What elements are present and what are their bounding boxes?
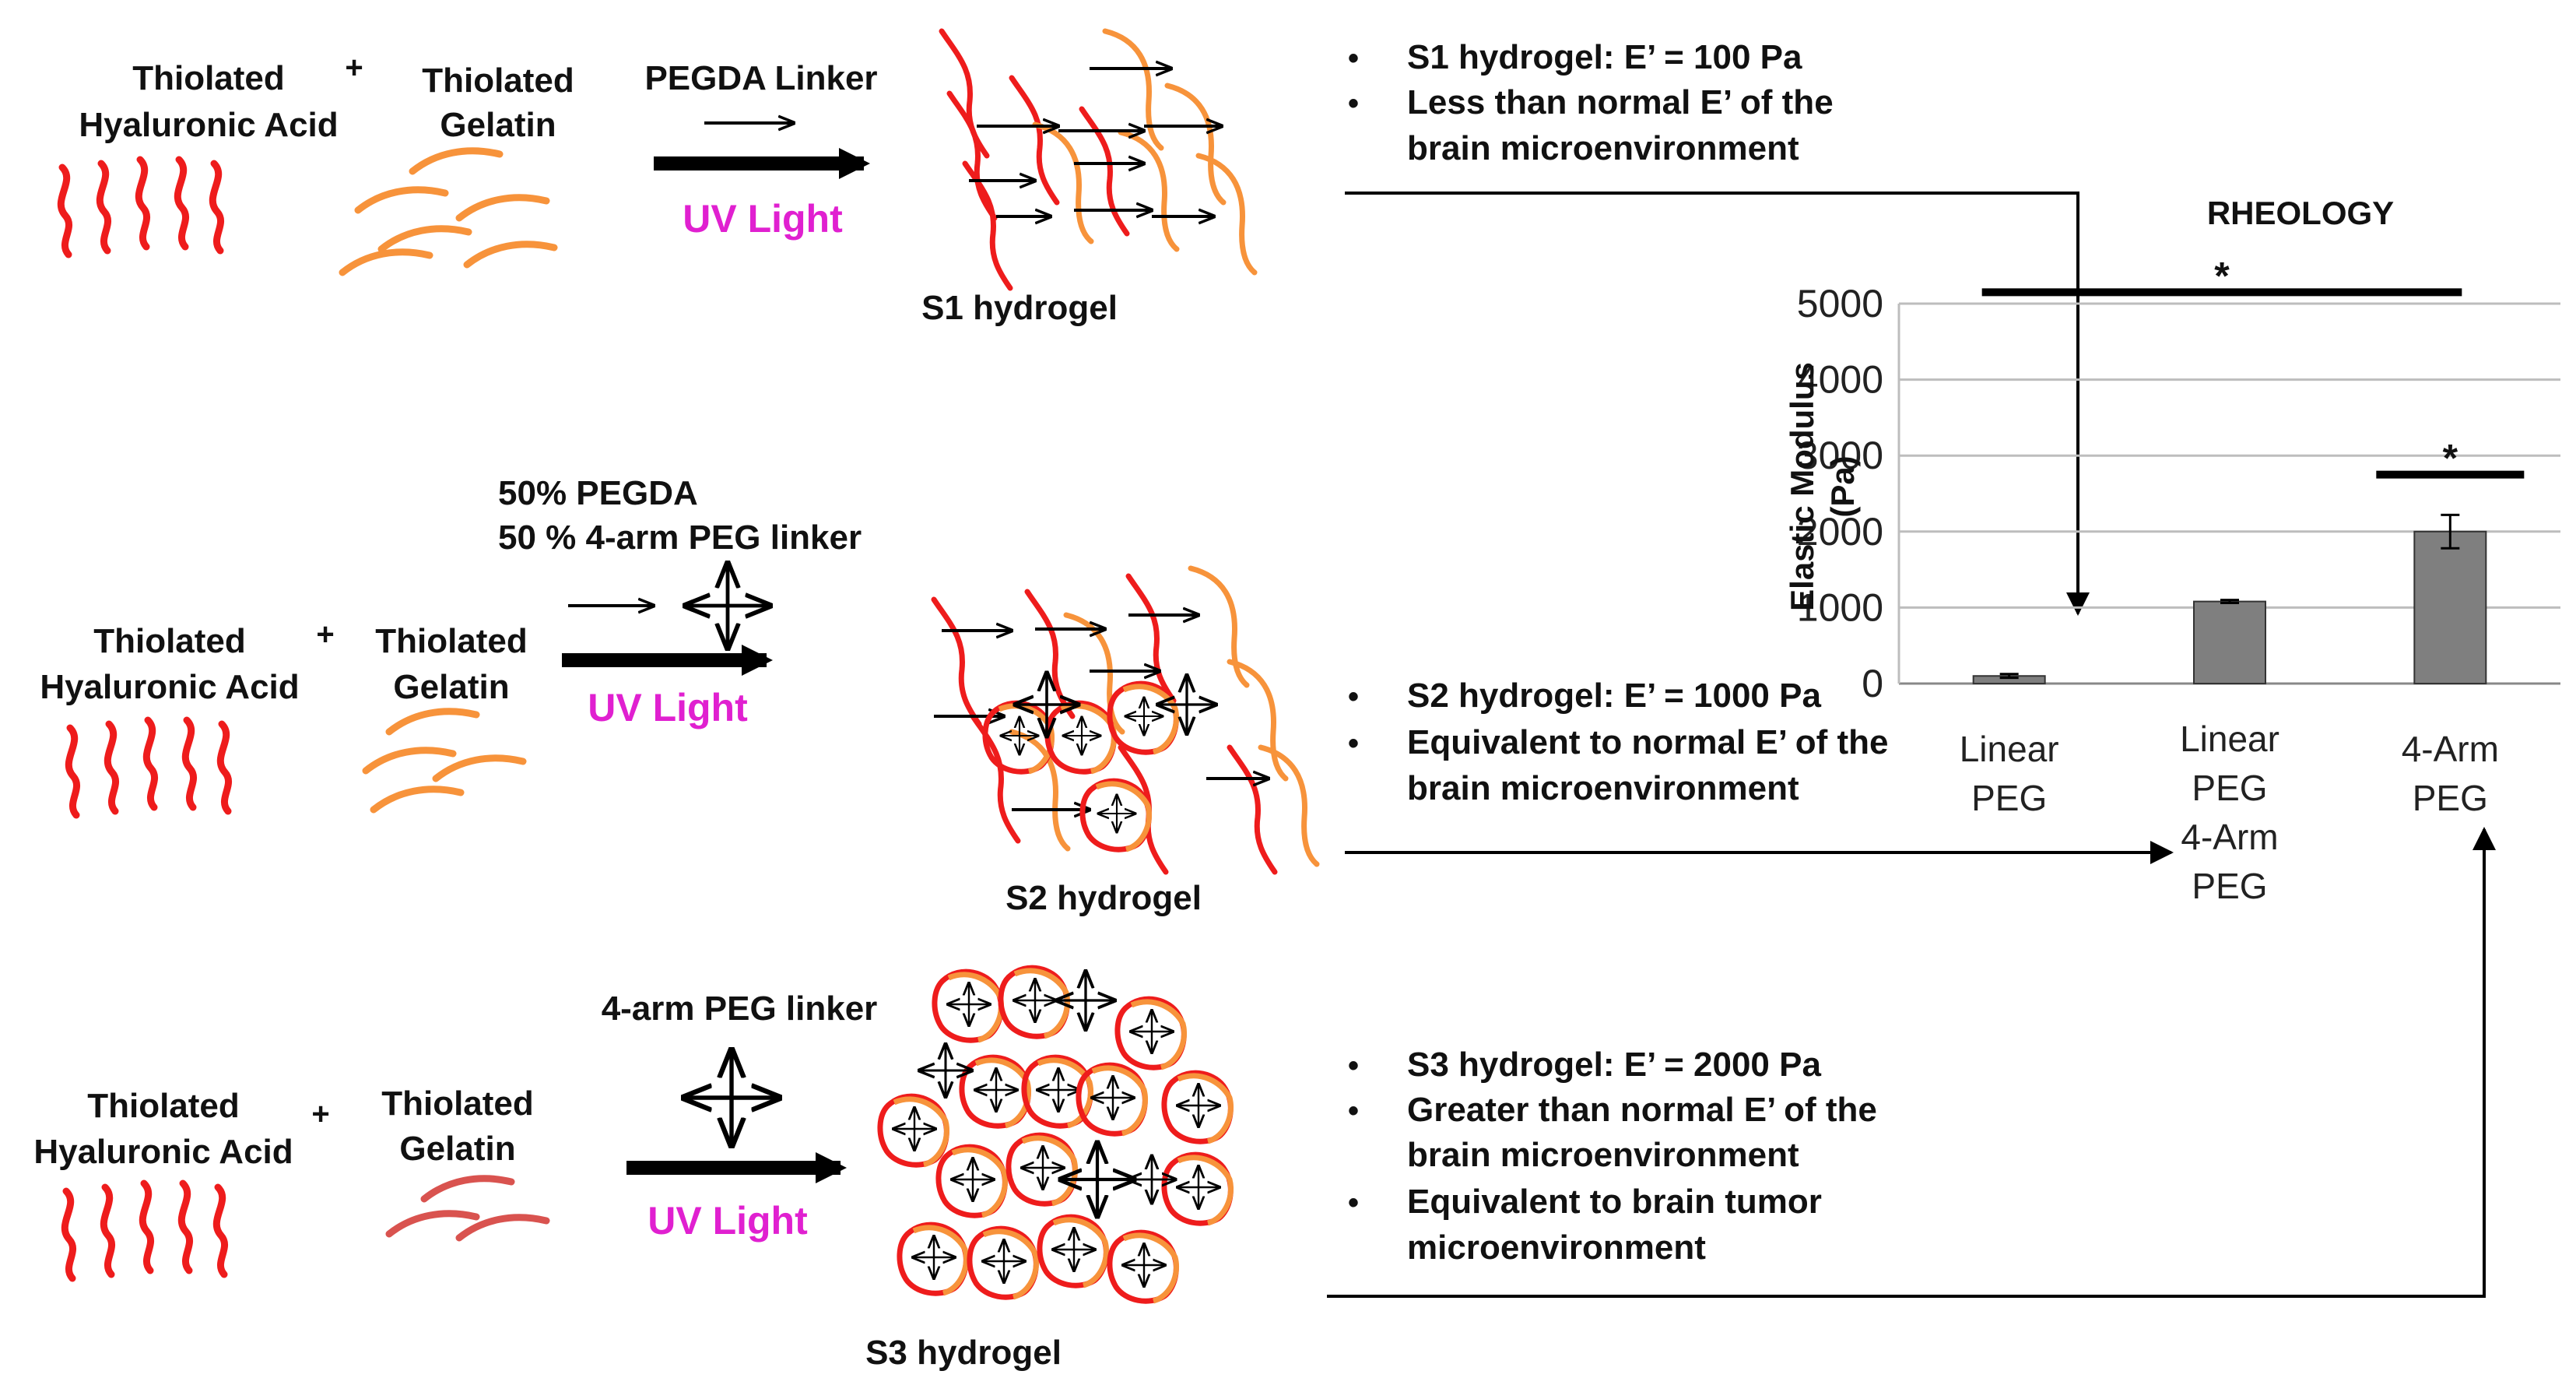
s3-connector-arrow xyxy=(1327,827,2496,1298)
bullet: • xyxy=(1348,680,1359,714)
x-category-label: 4-Arm xyxy=(2402,729,2499,769)
bullet: • xyxy=(1348,1186,1359,1220)
error-bars xyxy=(1999,513,2460,680)
s2-hydrogel-label: S2 hydrogel xyxy=(1005,879,1202,917)
four-arm-cross-icon xyxy=(684,1050,779,1145)
x-category-label: Linear xyxy=(1960,729,2059,769)
linker-label: PEGDA Linker xyxy=(644,59,877,97)
s1-notes: • S1 hydrogel: E’ = 100 Pa • Less than n… xyxy=(1348,38,1834,167)
plus-sign: + xyxy=(311,1097,329,1131)
bullet: • xyxy=(1348,1049,1359,1083)
hyaluronic-acid-strands xyxy=(68,720,228,815)
linker-label: 50 % 4-arm PEG linker xyxy=(498,518,862,557)
bullet: • xyxy=(1348,86,1359,121)
significance-star: * xyxy=(2214,254,2230,297)
ha-label: Thiolated xyxy=(87,1087,240,1125)
bullet: • xyxy=(1348,726,1359,761)
x-category-label: PEG xyxy=(1971,778,2047,818)
x-category-label: PEG xyxy=(2413,778,2488,818)
gelatin-label: Thiolated xyxy=(422,62,574,100)
y-axis-label: Elastic Modulus (Pa) xyxy=(1784,362,1861,611)
note-line: microenvironment xyxy=(1407,1229,1706,1267)
x-category-label: PEG xyxy=(2192,768,2267,808)
s1-hydrogel-label: S1 hydrogel xyxy=(921,289,1118,327)
bullet: • xyxy=(1348,41,1359,76)
uv-light-label: UV Light xyxy=(588,686,748,729)
chart-title: RHEOLOGY xyxy=(2207,195,2394,231)
note-line: S3 hydrogel: E’ = 2000 Pa xyxy=(1407,1046,1821,1084)
note-line: brain microenvironment xyxy=(1407,1136,1799,1174)
ha-label: Thiolated xyxy=(132,59,285,97)
row-s2: Thiolated Hyaluronic Acid + Thiolated Ge… xyxy=(40,474,1317,917)
y-axis-label-line2: (Pa) xyxy=(1824,455,1861,517)
y-axis-label-line1: Elastic Modulus xyxy=(1784,362,1820,611)
y-tick-label: 3000 xyxy=(1797,434,1883,477)
gelatin-label: Thiolated xyxy=(375,622,528,660)
ha-label: Hyaluronic Acid xyxy=(40,668,299,706)
note-line: S2 hydrogel: E’ = 1000 Pa xyxy=(1407,677,1821,715)
hyaluronic-acid-strands xyxy=(65,1183,224,1278)
note-line: brain microenvironment xyxy=(1407,769,1799,807)
note-line: Less than normal E’ of the xyxy=(1407,83,1834,121)
note-line: Greater than normal E’ of the xyxy=(1407,1091,1877,1129)
gelatin-strands xyxy=(342,151,554,272)
y-tick-labels: 0 1000 2000 3000 4000 5000 xyxy=(1797,282,1883,705)
note-line: S1 hydrogel: E’ = 100 Pa xyxy=(1407,38,1802,76)
uv-light-label: UV Light xyxy=(648,1199,808,1243)
plus-sign: + xyxy=(316,617,334,652)
gelatin-strands xyxy=(366,712,523,810)
y-tick-label: 2000 xyxy=(1797,510,1883,554)
y-tick-label: 4000 xyxy=(1797,358,1883,402)
hyaluronic-acid-strands xyxy=(61,160,220,255)
s2-notes: • S2 hydrogel: E’ = 1000 Pa • Equivalent… xyxy=(1348,677,1889,807)
x-category-label: PEG xyxy=(2192,866,2267,906)
linker-label: 4-arm PEG linker xyxy=(602,990,878,1028)
connector-arrows xyxy=(1327,192,2496,1298)
y-tick-label: 1000 xyxy=(1797,585,1883,629)
gelatin-label: Gelatin xyxy=(440,106,556,144)
ha-label: Hyaluronic Acid xyxy=(79,106,338,144)
row-s3: Thiolated Hyaluronic Acid + Thiolated Ge… xyxy=(33,968,1230,1372)
four-arm-cross-icon xyxy=(686,564,770,649)
s1-connector-arrow xyxy=(1345,192,2090,616)
y-tick-label: 0 xyxy=(1862,662,1883,705)
plus-sign: + xyxy=(345,51,363,85)
gelatin-strands xyxy=(389,1179,546,1238)
chart-bars xyxy=(1972,530,2487,684)
bar xyxy=(2413,530,2487,684)
linker-label: 50% PEGDA xyxy=(498,474,698,512)
s1-network xyxy=(942,31,1255,288)
s2-network xyxy=(934,568,1317,872)
y-tick-label: 5000 xyxy=(1797,282,1883,325)
bullet: • xyxy=(1348,1094,1359,1128)
row-s1: Thiolated Hyaluronic Acid + Thiolated Ge… xyxy=(61,31,1255,327)
gelatin-label: Thiolated xyxy=(381,1084,534,1123)
x-category-label: 4-Arm xyxy=(2181,817,2278,857)
significance-markers: ** xyxy=(1981,254,2525,480)
ha-label: Hyaluronic Acid xyxy=(33,1133,293,1171)
s3-hydrogel-label: S3 hydrogel xyxy=(865,1334,1062,1372)
note-line: Equivalent to normal E’ of the xyxy=(1407,723,1889,761)
bar xyxy=(2193,600,2266,684)
gelatin-label: Gelatin xyxy=(399,1130,515,1168)
significance-star: * xyxy=(2443,437,2458,480)
ha-label: Thiolated xyxy=(93,622,246,660)
x-category-label: Linear xyxy=(2180,719,2279,759)
note-line: Equivalent to brain tumor xyxy=(1407,1183,1822,1221)
note-line: brain microenvironment xyxy=(1407,129,1799,167)
s3-notes: • S3 hydrogel: E’ = 2000 Pa • Greater th… xyxy=(1348,1046,1877,1267)
gelatin-label: Gelatin xyxy=(393,668,509,706)
s3-network xyxy=(880,968,1231,1301)
uv-light-label: UV Light xyxy=(683,197,843,241)
